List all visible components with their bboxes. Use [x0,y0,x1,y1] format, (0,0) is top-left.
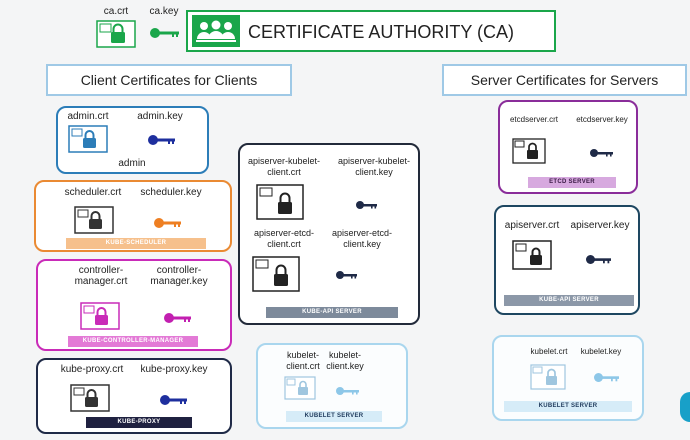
proxy-key-label: kube-proxy.key [140,364,208,375]
etcd-server-certificate-icon [512,138,546,164]
api-client-bar: KUBE-API SERVER [266,307,398,318]
ca-key-icon [150,27,180,39]
admin-key-label: admin.key [137,111,183,122]
controller-box [36,259,232,351]
scheduler-key-icon [154,217,182,229]
kubelet-client-key-icon [336,386,360,396]
etcd-server-bar: ETCD SERVER [528,177,616,188]
ca-title-box: CERTIFICATE AUTHORITY (CA) [186,10,556,52]
controller-key-icon [164,312,192,324]
scheduler-key-label: scheduler.key [140,187,202,198]
kubelet-server-bar: KUBELET SERVER [504,401,632,412]
api-kubelet-key-label: apiserver-kubelet-client.key [337,156,411,177]
api-kubelet-certificate-icon [256,184,304,220]
api-etcd-key-label: apiserver-etcd-client.key [331,228,393,249]
scheduler-bar: KUBE-SCHEDULER [66,238,206,249]
api-server-certificate-icon [512,240,552,270]
scheduler-certificate-icon [74,206,114,234]
controller-certificate-icon [80,302,120,330]
kubelet-server-key-label: kubelet.key [580,347,622,356]
corner-badge-icon [680,392,690,422]
kubelet-client-bar: KUBELET SERVER [286,411,382,422]
api-etcd-key-icon [336,270,358,280]
api-etcd-crt-label: apiserver-etcd-client.crt [253,228,315,249]
controller-key-label: controller-manager.key [150,265,208,287]
controller-crt-label: controller-manager.crt [74,265,128,287]
api-server-key-label: apiserver.key [570,220,630,231]
admin-certificate-icon [68,125,108,153]
kubelet-server-key-icon [594,372,620,383]
proxy-bar: KUBE-PROXY [86,417,192,428]
proxy-crt-label: kube-proxy.crt [60,364,124,375]
api-server-bar: KUBE-API SERVER [504,295,634,306]
api-kubelet-key-icon [356,200,378,210]
proxy-certificate-icon [70,384,110,412]
kubelet-server-crt-label: kubelet.crt [530,347,568,356]
kubelet-client-key-label: kubelet-client.key [326,350,364,371]
kubelet-client-crt-label: kubelet-client.crt [286,350,320,371]
etcd-server-key-icon [590,148,614,158]
kubelet-client-certificate-icon [284,376,316,400]
admin-user-label: admin [118,158,146,169]
api-client-box [238,143,420,325]
ca-title: CERTIFICATE AUTHORITY (CA) [248,22,515,42]
client-heading: Client Certificates for Clients [46,64,292,96]
etcd-server-crt-label: etcdserver.crt [509,115,558,124]
api-server-crt-label: apiserver.crt [504,220,560,231]
ca-key-label: ca.key [149,6,179,17]
server-heading: Server Certificates for Servers [442,64,687,96]
api-server-key-icon [586,254,612,265]
api-etcd-certificate-icon [252,256,300,292]
ca-crt-icon [96,20,136,48]
proxy-key-icon [160,394,188,406]
admin-key-icon [148,134,176,146]
etcd-server-key-label: etcdserver.key [576,115,628,124]
ca-crt-label: ca.crt [103,6,129,17]
admin-crt-label: admin.crt [67,111,109,122]
controller-bar: KUBE-CONTROLLER-MANAGER [68,336,198,347]
ca-users-icon [192,15,240,47]
kubelet-server-certificate-icon [530,364,566,390]
api-kubelet-crt-label: apiserver-kubelet-client.crt [247,156,321,177]
scheduler-crt-label: scheduler.crt [64,187,122,198]
